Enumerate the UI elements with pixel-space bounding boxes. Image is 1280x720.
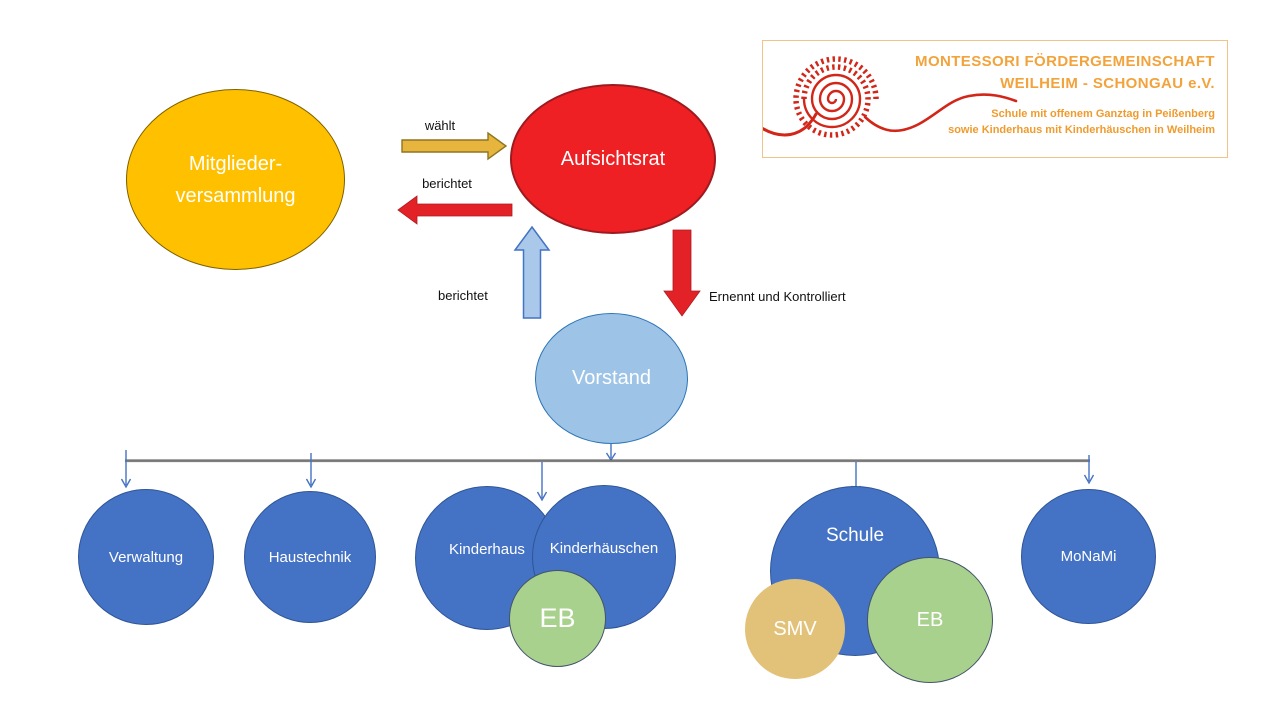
- node-eb-schule: EB: [867, 557, 993, 683]
- drop-arrowhead-haustechnik: [305, 478, 317, 489]
- node-schule-label: Schule: [825, 525, 885, 546]
- drop-arrowhead-kinderhaus: [536, 491, 548, 502]
- edge-label-berichtet-top: berichtet: [422, 176, 472, 191]
- node-haustechnik-label: Haustechnik: [268, 548, 352, 566]
- node-vorstand: Vorstand: [535, 313, 688, 444]
- logo-spacer: [915, 95, 1215, 106]
- logo-box: MONTESSORI FÖRDERGEMEINSCHAFT WEILHEIM -…: [762, 40, 1228, 158]
- node-eb-schule-label: EB: [916, 608, 944, 631]
- node-aufsichtsrat-label: Aufsichtsrat: [560, 147, 666, 170]
- node-aufsichtsrat: Aufsichtsrat: [510, 84, 716, 234]
- berichtet-up-arrow: [513, 225, 551, 319]
- node-verwaltung-label: Verwaltung: [108, 548, 184, 566]
- berichtet-left-arrow: [397, 195, 513, 225]
- montessori-spiral-icon: [763, 56, 1018, 138]
- node-verwaltung: Verwaltung: [78, 489, 214, 625]
- edge-label-ernennt: Ernennt und Kontrolliert: [709, 289, 846, 304]
- node-haustechnik: Haustechnik: [244, 491, 376, 623]
- waehlt-arrow: [401, 131, 508, 161]
- node-eb-kinderhaus-label: EB: [539, 603, 576, 633]
- node-smv-label: SMV: [773, 617, 817, 640]
- logo-text: MONTESSORI FÖRDERGEMEINSCHAFT WEILHEIM -…: [915, 51, 1215, 139]
- ernennt-down-arrow: [663, 229, 701, 317]
- drop-arrowhead-verwaltung: [120, 478, 132, 489]
- node-kinderhaeuschen-label: Kinderhäuschen: [549, 539, 659, 557]
- logo-subtitle-line1: Schule mit offenem Ganztag in Peißenberg: [991, 107, 1215, 120]
- edge-label-waehlt: wählt: [424, 118, 456, 133]
- logo-subtitle-line2: sowie Kinderhaus mit Kinderhäuschen in W…: [948, 124, 1215, 136]
- node-eb-kinderhaus: EB: [509, 570, 606, 667]
- node-vorstand-label: Vorstand: [572, 367, 651, 389]
- node-kinderhaus-label: Kinderhaus: [449, 540, 525, 558]
- node-monami-label: MoNaMi: [1060, 548, 1117, 565]
- node-mitgliederversammlung-label: Mitglieder- versammlung: [175, 152, 296, 207]
- node-smv: SMV: [745, 579, 845, 679]
- edge-label-berichtet-up: berichtet: [438, 288, 488, 303]
- logo-title-line2: WEILHEIM - SCHONGAU e.V.: [1000, 74, 1215, 92]
- node-mitgliederversammlung: Mitglieder- versammlung: [126, 89, 345, 270]
- drop-arrowhead-monami: [1083, 474, 1095, 485]
- logo-title-line1: MONTESSORI FÖRDERGEMEINSCHAFT: [915, 53, 1215, 70]
- node-monami: MoNaMi: [1021, 489, 1156, 624]
